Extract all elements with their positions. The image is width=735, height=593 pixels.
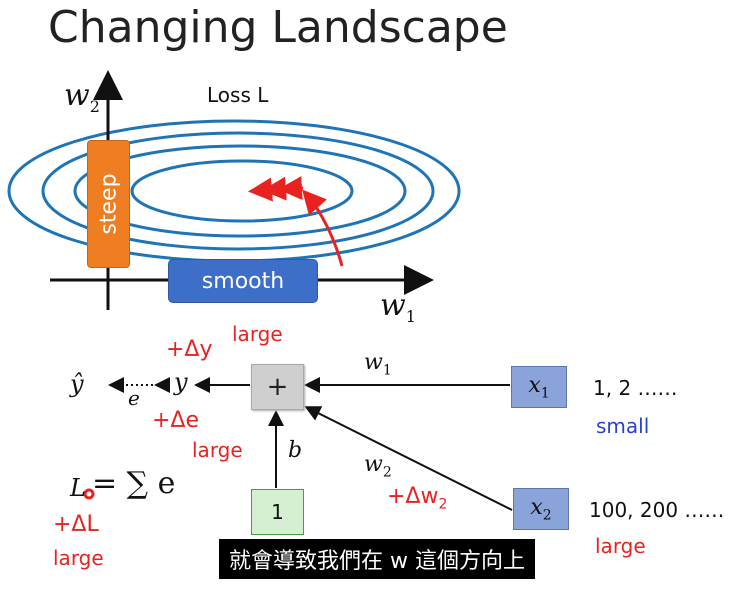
steep-box: steep: [87, 140, 130, 268]
input-x2-box: x2: [513, 488, 569, 530]
loss-contours: [7, 119, 461, 263]
w1-axis-label: w1: [380, 288, 416, 326]
delta-e-label: +Δe: [152, 408, 200, 433]
loss-eq-L: L: [70, 474, 86, 502]
w2-axis-label: w2: [64, 78, 100, 116]
delta-L-large-label: large: [53, 546, 104, 570]
x2-label: x2: [530, 494, 552, 524]
loss-label: Loss L: [207, 83, 269, 107]
edge-x2-plus: [304, 406, 513, 511]
x1-label: x1: [528, 372, 550, 402]
delta-w2-label: +Δw2: [387, 484, 448, 513]
contour-3: [73, 144, 407, 238]
contour-4: [130, 159, 354, 223]
cursor-dot: [83, 488, 95, 500]
sum-symbol: +: [266, 372, 289, 402]
bias-input-box: 1: [251, 489, 304, 535]
x1-small-label: small: [596, 414, 650, 438]
loss-eq-sum: = ∑ e: [92, 466, 176, 501]
bias-input-label: 1: [271, 500, 284, 524]
smooth-box: smooth: [168, 259, 318, 303]
steep-label: steep: [96, 173, 121, 235]
video-subtitle: 就會導致我們在 w 這個方向上: [219, 539, 535, 579]
weight-w2-label: w2: [364, 452, 392, 481]
delta-L-label: +ΔL: [53, 512, 99, 537]
delta-y-label: +Δy: [166, 337, 213, 362]
x1-values-label: 1, 2 ……: [593, 376, 678, 400]
descent-path: [248, 176, 344, 267]
sum-node: +: [251, 364, 304, 410]
delta-e-large-label: large: [192, 438, 243, 462]
error-e-label: e: [128, 386, 140, 410]
y-label: y: [174, 368, 188, 396]
input-x1-box: x1: [511, 366, 567, 408]
contour-2: [41, 131, 435, 251]
x2-values-label: 100, 200 ……: [589, 498, 725, 522]
y-hat-label: ŷ: [70, 370, 84, 398]
network-edges: [108, 377, 513, 511]
slide-title: Changing Landscape: [48, 2, 508, 53]
x2-large-label: large: [595, 534, 646, 558]
smooth-label: smooth: [201, 268, 285, 294]
bias-b-label: b: [288, 438, 303, 463]
delta-y-large-label: large: [232, 322, 283, 346]
weight-w1-label: w1: [364, 350, 392, 379]
